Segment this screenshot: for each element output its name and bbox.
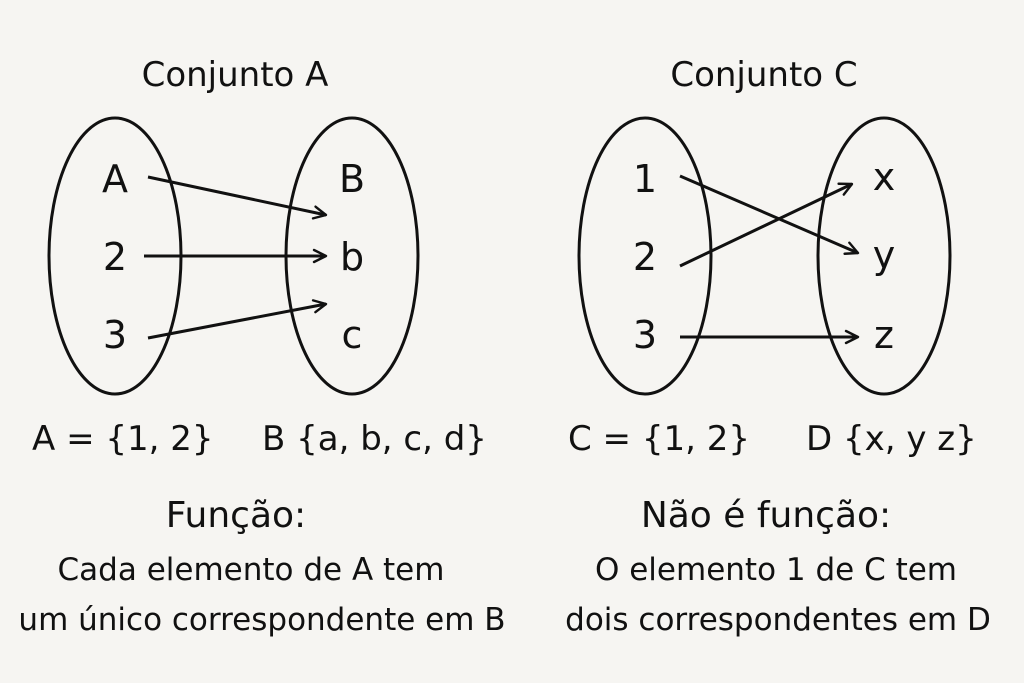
- right-domain-element-2: 2: [633, 235, 657, 279]
- right-domain-element-3: 3: [633, 313, 657, 357]
- right-explanation-line-1: O elemento 1 de C tem: [595, 552, 957, 588]
- left-domain-definition: A = {1, 2}: [32, 419, 214, 459]
- right-codomain-ellipse: [816, 116, 952, 396]
- left-verdict: Função:: [166, 495, 306, 536]
- right-domain-definition: C = {1, 2}: [568, 419, 750, 459]
- left-domain-element-3: 3: [103, 313, 127, 357]
- right-set-title: Conjunto C: [670, 55, 857, 95]
- left-codomain-definition: B {a, b, c, d}: [262, 419, 487, 459]
- right-codomain-element-2: y: [873, 233, 896, 277]
- left-diagram: Conjunto A A 2 3 B b c A = {1, 2} B {a, …: [18, 55, 505, 638]
- left-explanation-line-2: um único correspondente em B: [18, 602, 505, 638]
- right-explanation-line-2: dois correspondentes em D: [565, 602, 991, 638]
- left-arrow-3: [147, 299, 328, 340]
- right-codomain-element-3: z: [874, 313, 894, 357]
- left-set-title: Conjunto A: [142, 55, 329, 95]
- left-domain-element-2: 2: [103, 235, 127, 279]
- left-domain-element-1: A: [102, 157, 128, 201]
- right-codomain-element-1: x: [873, 155, 896, 199]
- left-explanation-line-1: Cada elemento de A tem: [58, 552, 445, 588]
- right-domain-element-1: 1: [633, 157, 657, 201]
- left-codomain-element-3: c: [342, 313, 363, 357]
- left-codomain-element-2: b: [340, 235, 364, 279]
- right-arrow-2-to-x: [679, 182, 854, 268]
- left-arrow-1: [147, 175, 328, 220]
- right-diagram: Conjunto C 1 2 3 x y z C = {1, 2} D {x, …: [565, 55, 991, 638]
- right-arrow-1-to-y: [679, 174, 860, 255]
- right-domain-ellipse: [577, 116, 713, 396]
- left-codomain-element-1: B: [339, 157, 365, 201]
- right-codomain-definition: D {x, y z}: [806, 419, 977, 459]
- right-verdict: Não é função:: [641, 495, 891, 536]
